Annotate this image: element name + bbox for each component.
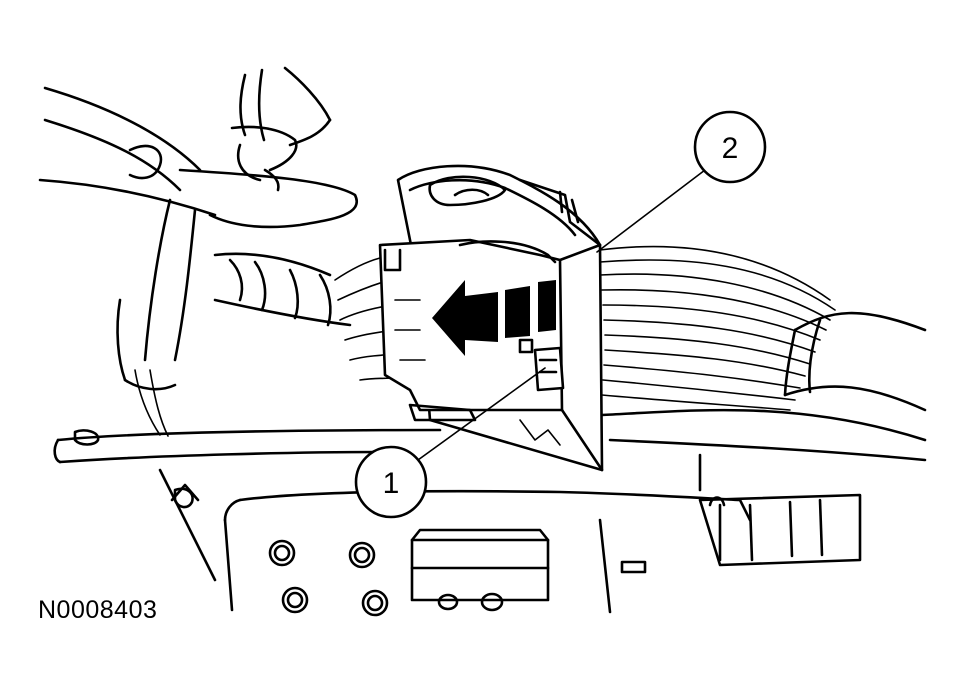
left-harness-sleeve (38, 86, 358, 437)
main-harness-wrap (213, 252, 406, 381)
callout-1: 1 (354, 367, 546, 519)
body-panel (53, 408, 927, 617)
callout-1-label: 1 (383, 467, 400, 500)
callout-2-label: 2 (722, 132, 739, 165)
right-wire-bundle (599, 245, 927, 412)
upper-clamp (230, 66, 332, 192)
figure-id: N0008403 (38, 596, 158, 624)
direction-arrow-icon (432, 280, 556, 356)
callout-2: 2 (596, 110, 767, 253)
